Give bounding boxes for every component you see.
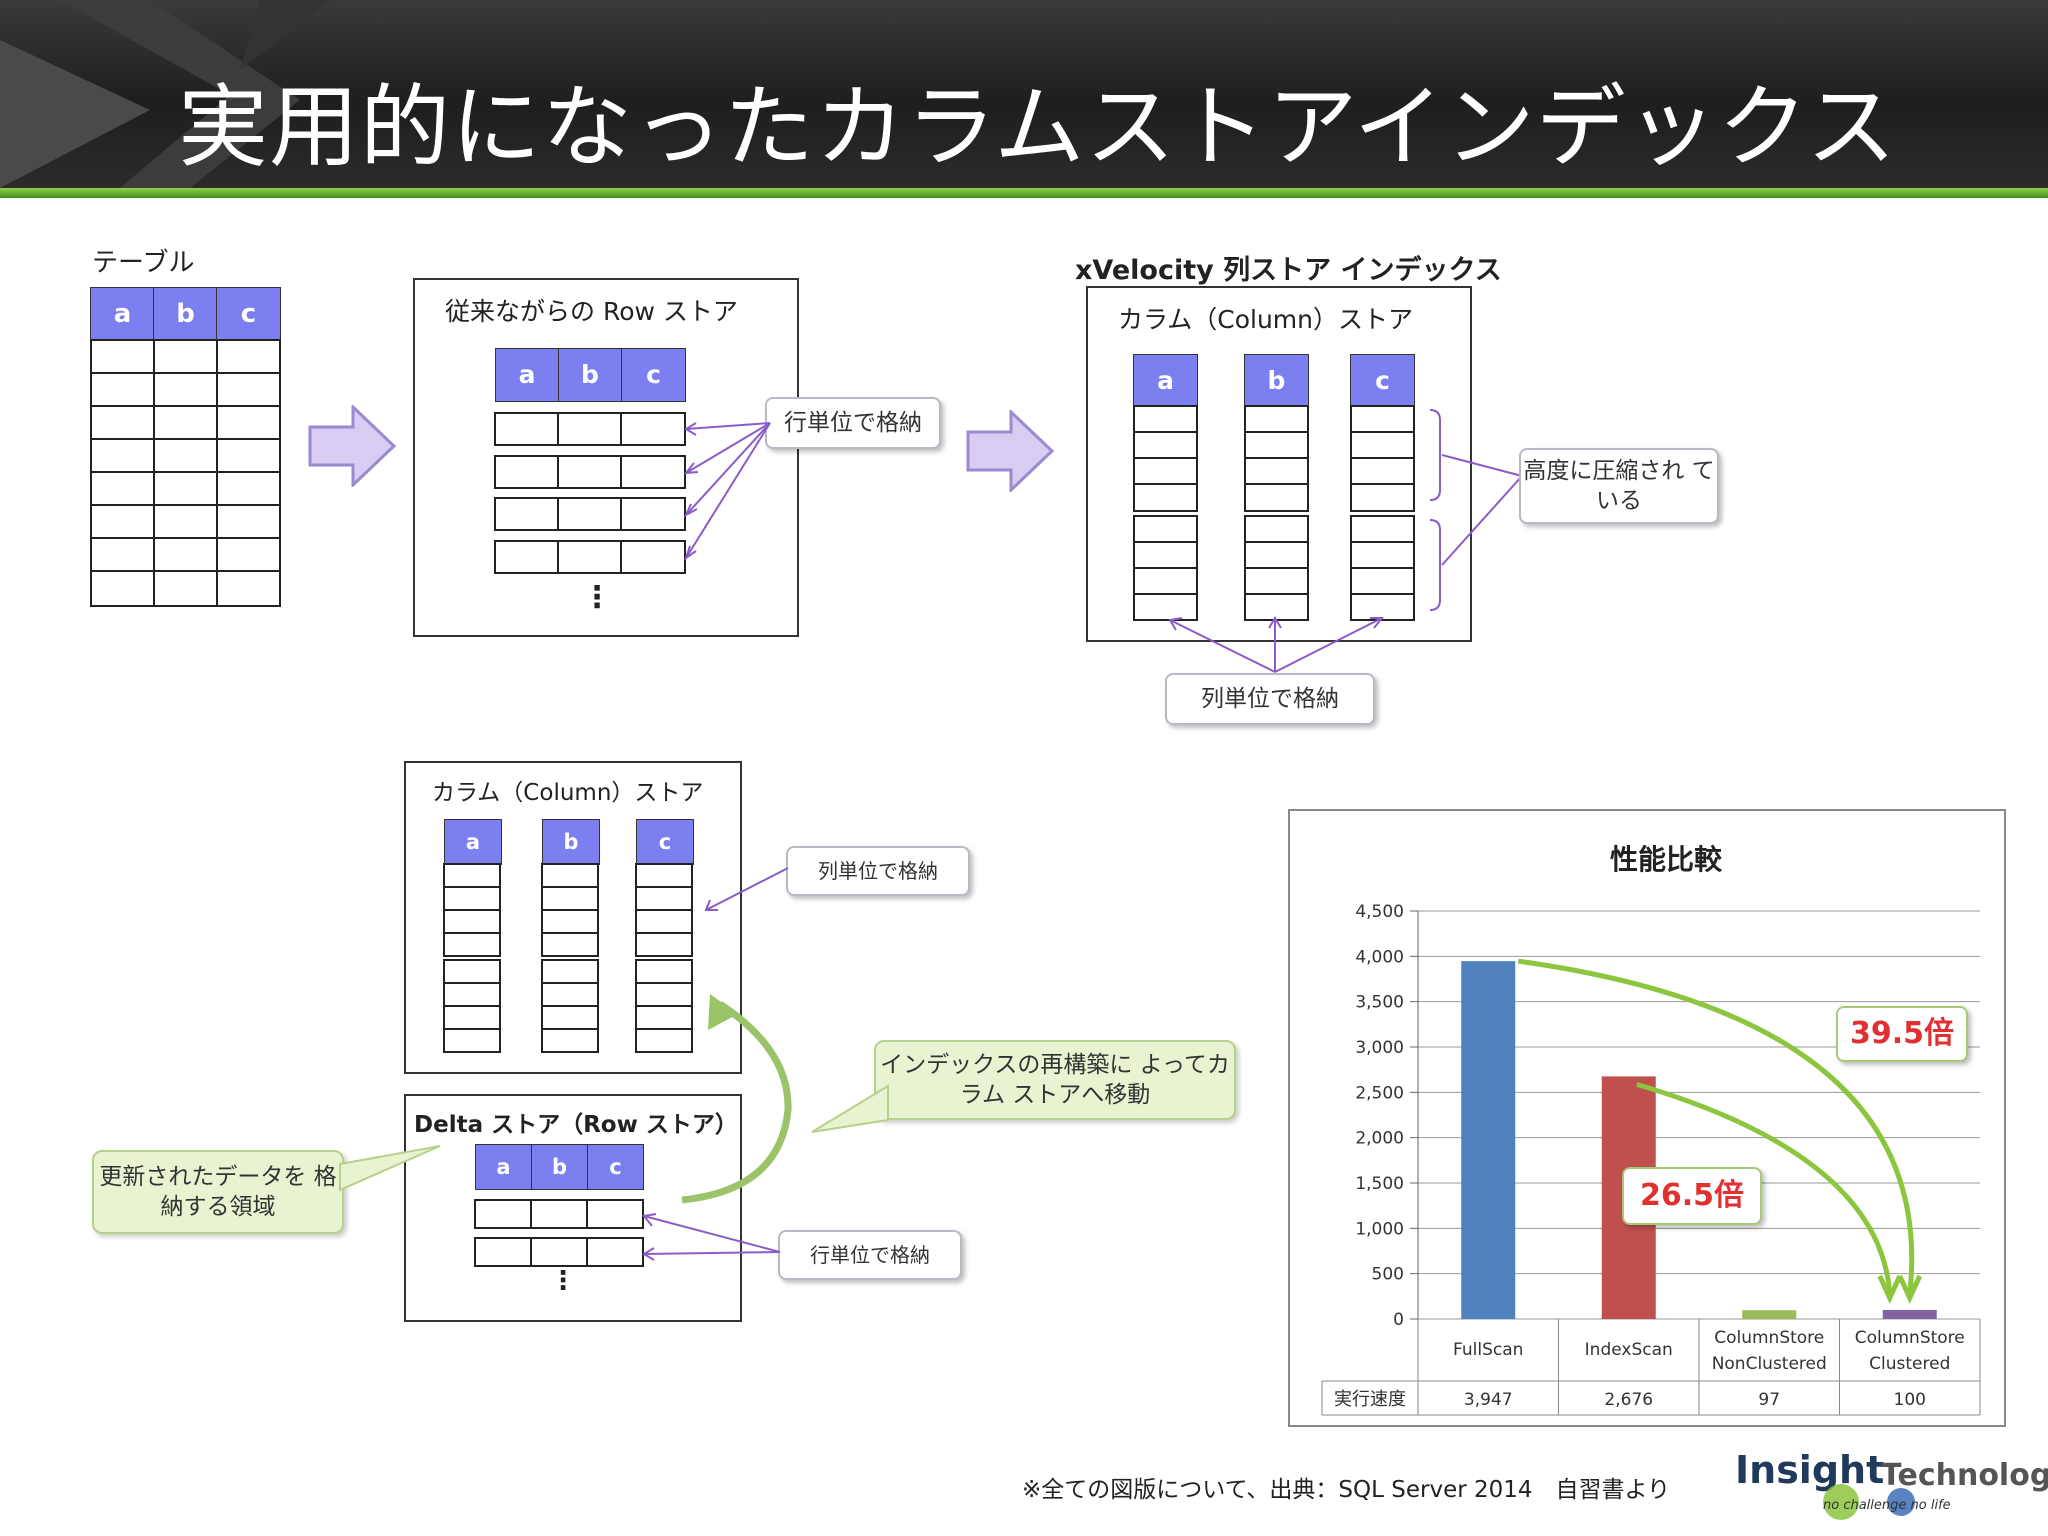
chart-ytick-label: 4,500 bbox=[1355, 902, 1404, 922]
table-header-b: b bbox=[153, 287, 218, 341]
table-header-a: a bbox=[90, 287, 155, 341]
compress-callout-text: 高度に圧縮され ている bbox=[1523, 458, 1715, 514]
delta-store-rows bbox=[474, 1199, 644, 1267]
chart-ytick-label: 1,500 bbox=[1355, 1174, 1404, 1194]
update-area-callout: 更新されたデータを 格納する領域 bbox=[92, 1150, 344, 1234]
chart-category-label: ColumnStore bbox=[1714, 1328, 1824, 1348]
ratio-callout-39: 39.5倍 bbox=[1836, 1006, 1968, 1062]
logo-sub: Technology bbox=[1881, 1458, 2048, 1493]
row-store-ellipsis: ⋮ bbox=[582, 580, 612, 615]
chart-comparison-arrow bbox=[1517, 958, 1915, 1295]
delta-header-c: c bbox=[587, 1144, 644, 1190]
slide-title: 実用的になったカラムストアインデックス bbox=[178, 75, 1898, 180]
chart-ytick-label: 3,000 bbox=[1355, 1038, 1404, 1058]
xvelocity-column-pointer-lines bbox=[1168, 616, 1385, 673]
chart-bar bbox=[1461, 961, 1516, 1319]
chart-value-label: 2,676 bbox=[1604, 1390, 1653, 1410]
chart-bar bbox=[1882, 1309, 1937, 1319]
slide-header: 実用的になったカラムストアインデックス bbox=[0, 0, 2048, 188]
delta-header-a: a bbox=[475, 1144, 532, 1190]
update-area-callout-text: 更新されたデータを 格納する領域 bbox=[99, 1164, 337, 1220]
chart-ytick-label: 1,000 bbox=[1355, 1219, 1404, 1239]
column-store-header-c: c bbox=[636, 819, 694, 865]
rebuild-callout-tail bbox=[811, 1084, 889, 1133]
chart-comparison-arrow bbox=[1636, 1081, 1893, 1295]
logo-main: Insight bbox=[1735, 1448, 1885, 1492]
chart-ytick-label: 4,000 bbox=[1355, 947, 1404, 967]
xvelocity-column-callout: 列単位で格納 bbox=[1165, 673, 1375, 725]
xvelocity-header-a: a bbox=[1133, 354, 1198, 408]
chart-comparison-arrowhead bbox=[1877, 1274, 1903, 1304]
header-accent-bar bbox=[0, 188, 2048, 198]
ratio-callout-26: 26.5倍 bbox=[1622, 1167, 1762, 1225]
chart-category-label: ColumnStore bbox=[1855, 1328, 1965, 1348]
chart-ytick-label: 2,000 bbox=[1355, 1129, 1404, 1149]
row-store-header-a: a bbox=[495, 348, 559, 402]
logo-tagline: no challenge no life bbox=[1823, 1498, 1951, 1513]
rebuild-callout-text: インデックスの再構築に よってカラム ストアへ移動 bbox=[880, 1052, 1230, 1108]
chart-ytick-label: 0 bbox=[1393, 1310, 1404, 1330]
chart-table-row-label: 実行速度 bbox=[1334, 1389, 1406, 1410]
delta-store-ellipsis: ⋮ bbox=[550, 1266, 576, 1296]
delta-row-callout: 行単位で格納 bbox=[778, 1230, 962, 1280]
block-arrow-right-icon bbox=[308, 405, 397, 487]
insight-technology-logo: Insight Technology no challenge no life bbox=[1735, 1448, 2048, 1528]
table-label: テーブル bbox=[92, 248, 195, 278]
performance-chart: 0 500 1,000 1,500 2,000 2,500 3,000 3,500 4,000 4… bbox=[1321, 902, 1981, 1416]
delta-store-title: Delta ストア（Row ストア） bbox=[414, 1112, 738, 1138]
source-note: ※全ての図版について、出典：SQL Server 2014 自習書より bbox=[1022, 1477, 1671, 1503]
chart-ytick-label: 500 bbox=[1372, 1265, 1404, 1285]
xvelocity-brackets bbox=[1429, 409, 1523, 611]
header-x-graphic bbox=[0, 0, 330, 188]
xvelocity-title: カラム（Column）ストア bbox=[1118, 305, 1413, 334]
column-store-header-b: b bbox=[542, 819, 600, 865]
chart-category-label: FullScan bbox=[1453, 1340, 1523, 1360]
logo-swoosh-icon bbox=[1823, 1484, 1915, 1520]
row-store-pointer-lines bbox=[683, 422, 771, 561]
column-store-segments bbox=[443, 863, 693, 1053]
move-to-column-store-arrow-icon bbox=[681, 994, 792, 1204]
table-body-grid bbox=[90, 339, 281, 607]
chart-value-label: 3,947 bbox=[1464, 1390, 1513, 1410]
column-store-callout: 列単位で格納 bbox=[786, 846, 970, 896]
rebuild-callout: インデックスの再構築に よってカラム ストアへ移動 bbox=[874, 1040, 1236, 1120]
row-store-header-c: c bbox=[621, 348, 686, 402]
row-store-rows bbox=[494, 412, 686, 574]
chart-bar bbox=[1742, 1310, 1797, 1319]
chart-category-label: Clustered bbox=[1869, 1354, 1950, 1374]
chart-comparison-arrowhead bbox=[1897, 1274, 1923, 1304]
xvelocity-header-c: c bbox=[1350, 354, 1415, 408]
delta-pointer-lines bbox=[642, 1213, 781, 1261]
xvelocity-header-b: b bbox=[1244, 354, 1309, 408]
row-store-header-b: b bbox=[558, 348, 622, 402]
chart-ytick-label: 3,500 bbox=[1355, 993, 1404, 1013]
compress-callout: 高度に圧縮され ている bbox=[1519, 448, 1719, 524]
chart-value-label: 97 bbox=[1758, 1390, 1780, 1410]
xvelocity-heading: xVelocity 列ストア インデックス bbox=[1075, 255, 1502, 286]
update-callout-tail bbox=[339, 1145, 441, 1192]
table-header-c: c bbox=[216, 287, 281, 341]
column-store-title: カラム（Column）ストア bbox=[432, 780, 704, 806]
table-grid: a b c bbox=[90, 287, 281, 607]
chart-category-label: IndexScan bbox=[1585, 1340, 1673, 1360]
chart-ytick-label: 2,500 bbox=[1355, 1083, 1404, 1103]
chart-value-label: 100 bbox=[1894, 1390, 1926, 1410]
block-arrow-right-icon bbox=[966, 410, 1055, 492]
xvelocity-column-segments bbox=[1133, 405, 1415, 621]
column-store-pointer-line bbox=[704, 867, 789, 911]
chart-title: 性能比較 bbox=[1610, 843, 1723, 876]
chart-category-label: NonClustered bbox=[1712, 1354, 1827, 1374]
delta-header-b: b bbox=[531, 1144, 588, 1190]
row-store-title: 従来ながらの Row ストア bbox=[445, 297, 738, 326]
row-store-callout: 行単位で格納 bbox=[765, 397, 941, 449]
column-store-header-a: a bbox=[444, 819, 502, 865]
